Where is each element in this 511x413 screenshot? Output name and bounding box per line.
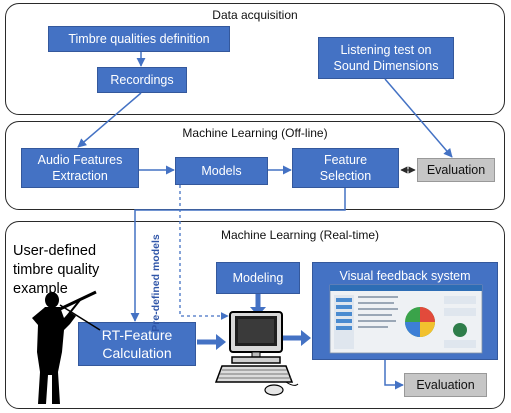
box-rt-line2: Calculation [102, 345, 172, 361]
box-models: Models [175, 157, 268, 185]
arrow-predefined-models [179, 185, 229, 320]
side-text-line-1: User-defined [13, 243, 97, 259]
box-recordings-label: Recordings [110, 73, 174, 87]
arrow-recordings-to-audio [77, 92, 142, 148]
feedback-screenshot [329, 284, 483, 354]
box-timbre-definition-label: Timbre qualities definition [68, 32, 210, 46]
panel-title-realtime: Machine Learning (Real-time) [220, 228, 380, 242]
box-audio-line1: Audio Features [37, 153, 123, 167]
box-audio-features: Audio Features Extraction [21, 148, 139, 188]
box-feature-selection: Feature Selection [292, 148, 399, 188]
box-listening-test: Listening test on Sound Dimensions [318, 37, 454, 79]
box-modeling: Modeling [216, 262, 300, 294]
box-models-label: Models [201, 164, 242, 178]
box-visual-label: Visual feedback system [339, 269, 471, 283]
box-listening-line1: Listening test on [340, 43, 432, 57]
box-evaluation-offline: Evaluation [417, 158, 495, 182]
side-text-line-2: timbre quality [13, 262, 100, 278]
box-feature-line1: Feature [323, 153, 368, 167]
arrow-feature-to-rt [130, 188, 346, 322]
arrow-listening-to-evaluation [384, 78, 453, 158]
box-evaluation-realtime: Evaluation [404, 373, 487, 397]
box-recordings: Recordings [97, 67, 187, 93]
violinist-silhouette [32, 290, 101, 404]
box-listening-line2: Sound Dimensions [333, 59, 439, 73]
arrow-rt-to-computer-head [216, 334, 226, 350]
panel-title-acquisition: Data acquisition [212, 8, 298, 22]
panel-title-offline: Machine Learning (Off-line) [182, 126, 328, 140]
box-timbre-definition: Timbre qualities definition [48, 26, 230, 52]
box-feature-line2: Selection [319, 169, 372, 183]
computer-icon [214, 311, 299, 396]
box-modeling-label: Modeling [232, 271, 284, 285]
box-audio-line2: Extraction [52, 169, 108, 183]
box-rt-line1: RT-Feature [101, 327, 173, 343]
arrow-visual-to-evaluation [384, 360, 404, 390]
box-evaluation-realtime-label: Evaluation [416, 378, 475, 392]
arrow-computer-to-visual-head [301, 330, 311, 346]
box-evaluation-offline-label: Evaluation [426, 163, 486, 177]
